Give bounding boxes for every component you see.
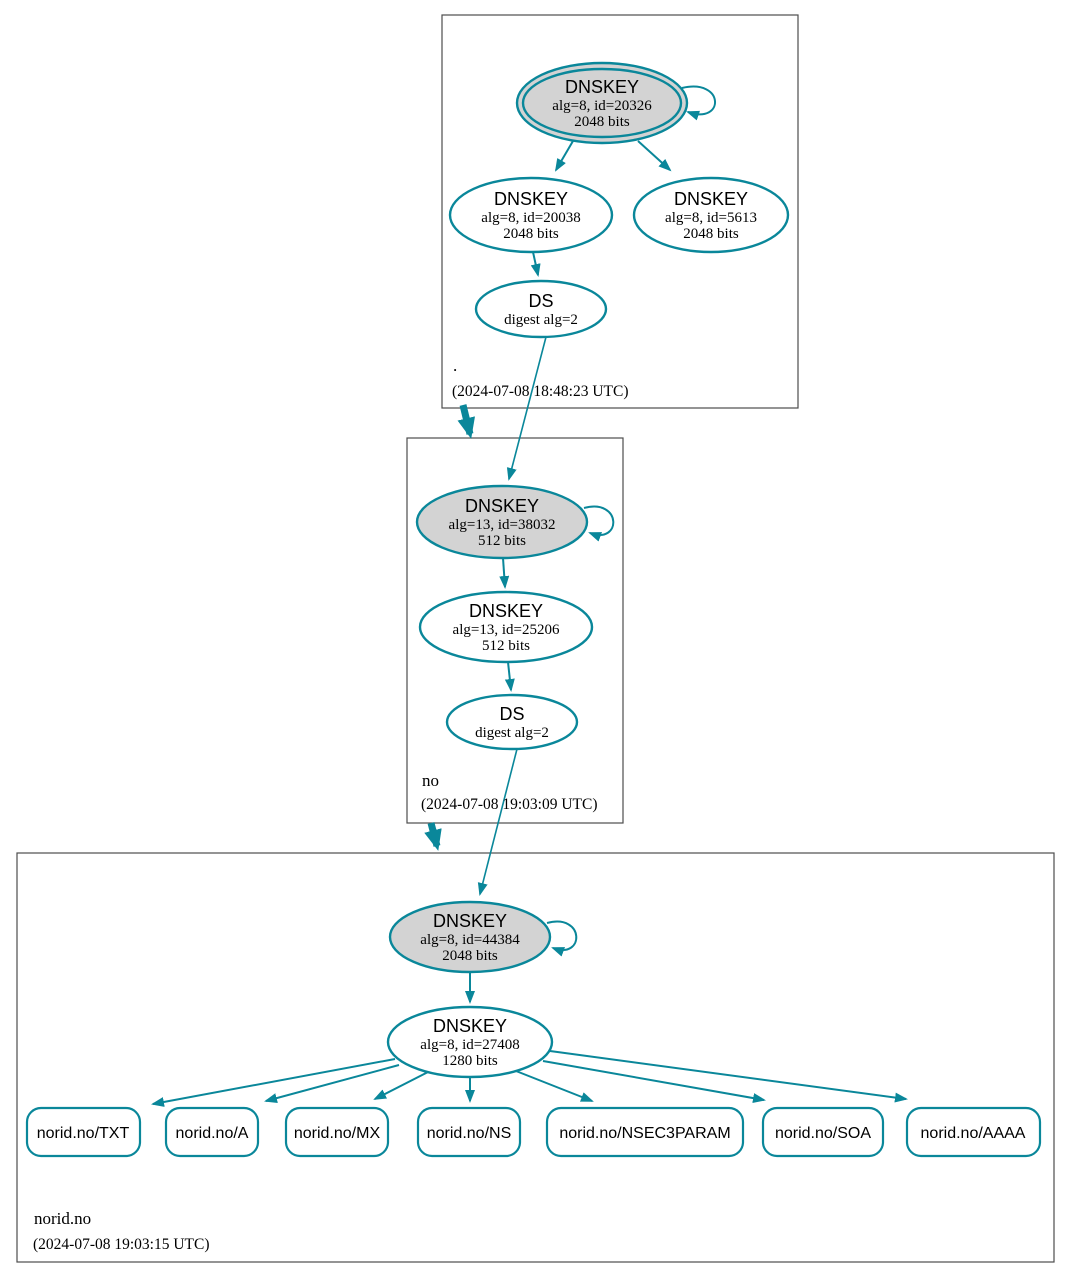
self-loop-dnskey-20326 xyxy=(681,85,716,121)
dnskey-attrs: alg=8, id=5613 xyxy=(665,210,757,226)
zone-box-norid-no xyxy=(16,852,1055,1263)
self-loop-dnskey-44384 xyxy=(546,920,578,957)
dnskey-bits: 2048 bits xyxy=(503,226,559,242)
rrset-label: norid.no/A xyxy=(176,1125,249,1142)
edge-dnskey-27408-to-txt xyxy=(151,1058,396,1107)
dnskey-attrs: alg=8, id=44384 xyxy=(420,932,520,948)
dnskey-ellipse xyxy=(418,590,594,664)
zone-label-no: no xyxy=(422,771,439,790)
edge-ds-root-to-dnskey-38032 xyxy=(506,336,547,481)
edge-dnskey-27408-to-soa xyxy=(542,1060,766,1104)
dnskey-node-27408: DNSKEY alg=8, id=27408 1280 bits xyxy=(386,1005,554,1079)
ds-ellipse xyxy=(445,693,579,751)
rrset-node-a: norid.no/A xyxy=(164,1106,260,1158)
rrset-label: norid.no/NSEC3PARAM xyxy=(559,1125,730,1142)
dnskey-bits: 2048 bits xyxy=(442,948,498,964)
edge-dnskey-27408-to-aaaa xyxy=(549,1050,908,1103)
dnskey-title: DNSKEY xyxy=(565,77,639,97)
dnskey-attrs: alg=13, id=38032 xyxy=(449,517,556,533)
rrset-box xyxy=(164,1106,260,1158)
delegation-arrow-no-to-norid xyxy=(424,822,442,851)
delegation-arrow-root-to-no xyxy=(457,404,475,439)
dnskey-bits: 2048 bits xyxy=(683,226,739,242)
ds-node-no: DS digest alg=2 xyxy=(445,693,579,751)
dnskey-ellipse xyxy=(632,176,790,254)
self-loop-dnskey-38032 xyxy=(583,505,615,542)
rrset-box xyxy=(284,1106,390,1158)
rrset-node-mx: norid.no/MX xyxy=(284,1106,390,1158)
edge-dnskey-38032-to-25206 xyxy=(499,557,510,589)
zone-timestamp-root: (2024-07-08 18:48:23 UTC) xyxy=(452,383,629,400)
rrset-label: norid.no/MX xyxy=(294,1125,381,1142)
rrset-box xyxy=(545,1106,745,1158)
rrset-label: norid.no/AAAA xyxy=(921,1125,1026,1142)
rrset-node-ns: norid.no/NS xyxy=(416,1106,522,1158)
dnskey-title: DNSKEY xyxy=(674,189,748,209)
dnskey-ellipse xyxy=(388,900,552,974)
zone-box-root xyxy=(441,14,799,409)
ds-attrs: digest alg=2 xyxy=(475,725,549,741)
dnskey-node-5613: DNSKEY alg=8, id=5613 2048 bits xyxy=(632,176,790,254)
dnskey-attrs: alg=8, id=27408 xyxy=(420,1037,519,1053)
edge-dnskey-27408-to-a xyxy=(264,1064,400,1103)
ds-attrs: digest alg=2 xyxy=(504,312,578,328)
rrset-label: norid.no/NS xyxy=(427,1125,512,1142)
edge-dnskey-20326-to-20038 xyxy=(554,140,574,172)
dnskey-ellipse xyxy=(415,484,589,560)
dnskey-node-20038: DNSKEY alg=8, id=20038 2048 bits xyxy=(448,176,614,254)
ds-title: DS xyxy=(499,704,524,724)
dnskey-node-44384-ksk: DNSKEY alg=8, id=44384 2048 bits xyxy=(388,900,552,974)
dnskey-title: DNSKEY xyxy=(494,189,568,209)
edge-dnskey-20326-to-5613 xyxy=(637,140,672,172)
rrset-label: norid.no/SOA xyxy=(775,1125,871,1142)
dnskey-attrs: alg=8, id=20038 xyxy=(481,210,580,226)
rrset-label: norid.no/TXT xyxy=(37,1125,130,1142)
zone-timestamp-no: (2024-07-08 19:03:09 UTC) xyxy=(421,796,598,813)
rrset-box xyxy=(416,1106,522,1158)
rrset-node-soa: norid.no/SOA xyxy=(761,1106,885,1158)
ds-node-root: DS digest alg=2 xyxy=(474,279,608,339)
dnskey-title: DNSKEY xyxy=(433,911,507,931)
dnskey-ellipse-inner xyxy=(521,67,683,139)
dnskey-ellipse xyxy=(386,1005,554,1079)
dnskey-node-25206: DNSKEY alg=13, id=25206 512 bits xyxy=(418,590,594,664)
dnskey-title: DNSKEY xyxy=(433,1016,507,1036)
dnskey-node-20326-ksk: DNSKEY alg=8, id=20326 2048 bits xyxy=(515,61,689,145)
dnskey-bits: 512 bits xyxy=(478,533,526,549)
rrset-node-aaaa: norid.no/AAAA xyxy=(905,1106,1042,1158)
dnskey-bits: 2048 bits xyxy=(574,114,630,130)
rrset-node-txt: norid.no/TXT xyxy=(25,1106,142,1158)
dnskey-node-38032-ksk: DNSKEY alg=13, id=38032 512 bits xyxy=(415,484,589,560)
edge-dnskey-27408-to-mx xyxy=(373,1070,431,1100)
edge-dnskey-25206-to-ds xyxy=(504,661,515,692)
dnskey-ellipse xyxy=(448,176,614,254)
rrset-box xyxy=(761,1106,885,1158)
edge-ds-no-to-dnskey-44384 xyxy=(477,748,518,896)
dnskey-attrs: alg=13, id=25206 xyxy=(453,622,560,638)
dnskey-attrs: alg=8, id=20326 xyxy=(552,98,652,114)
zone-box-no xyxy=(406,437,624,824)
rrset-box xyxy=(25,1106,142,1158)
ds-ellipse xyxy=(474,279,608,339)
dnskey-title: DNSKEY xyxy=(465,496,539,516)
dnskey-bits: 1280 bits xyxy=(442,1053,498,1069)
edge-dnskey-27408-to-nsec3param xyxy=(515,1070,594,1102)
dnskey-bits: 512 bits xyxy=(482,638,530,654)
ds-title: DS xyxy=(528,291,553,311)
zone-label-root: . xyxy=(453,356,457,375)
rrset-node-nsec3param: norid.no/NSEC3PARAM xyxy=(545,1106,745,1158)
rrset-box xyxy=(905,1106,1042,1158)
zone-label-norid-no: norid.no xyxy=(34,1209,91,1228)
dnskey-title: DNSKEY xyxy=(469,601,543,621)
edge-dnskey-20038-to-ds xyxy=(530,251,541,277)
zone-timestamp-norid-no: (2024-07-08 19:03:15 UTC) xyxy=(33,1236,210,1253)
